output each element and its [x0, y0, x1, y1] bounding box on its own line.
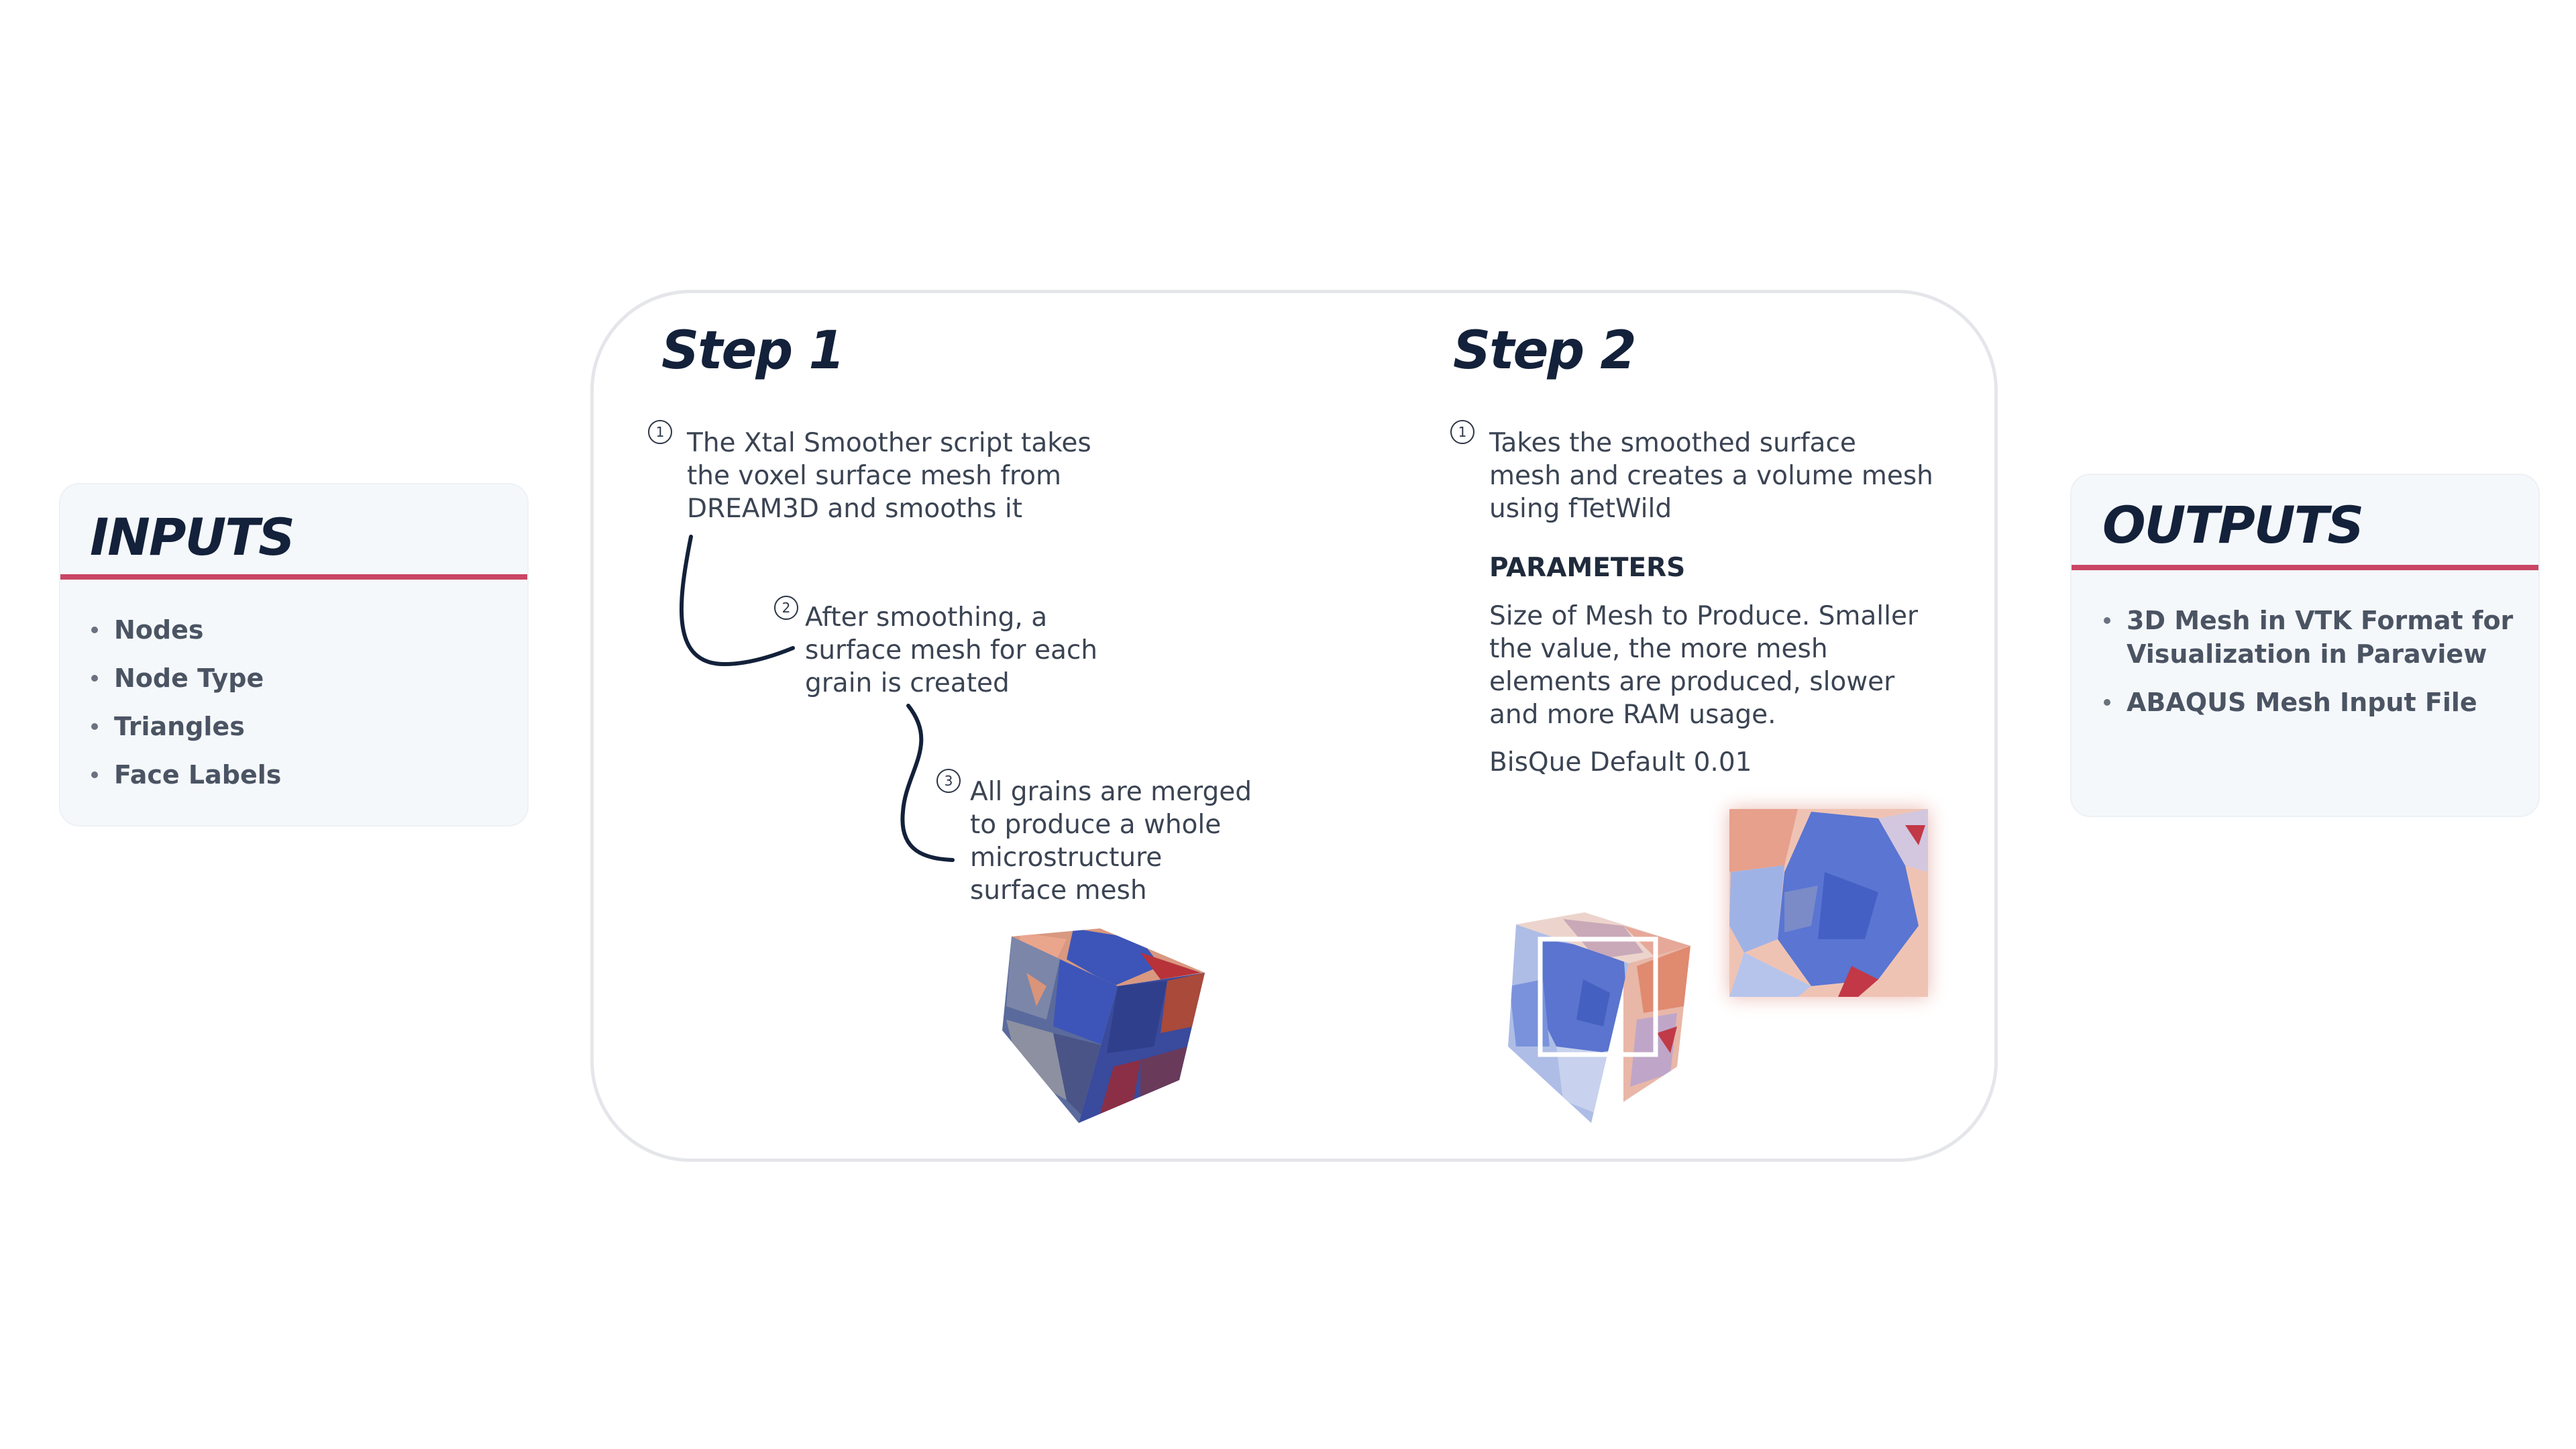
bullet-icon	[91, 627, 98, 633]
list-item: Face Labels	[90, 758, 281, 792]
inputs-list: Nodes Node Type Triangles Face Labels	[90, 613, 281, 806]
step-number-icon: 2	[774, 596, 798, 620]
step2-item-1-text: Takes the smoothed surface mesh and crea…	[1489, 428, 1933, 524]
zoom-detail-image	[1729, 809, 1928, 997]
bullet-icon	[2104, 699, 2110, 706]
bullet-icon	[91, 675, 98, 682]
list-item: ABAQUS Mesh Input File	[2102, 686, 2518, 719]
connector-arrow-1	[679, 535, 795, 667]
bullet-icon	[2104, 617, 2110, 624]
inputs-divider	[60, 574, 527, 580]
process-panel	[590, 290, 1998, 1162]
outputs-list: 3D Mesh in VTK Format for Visualization …	[2102, 604, 2518, 734]
step-number-icon: 1	[1450, 420, 1474, 444]
inputs-card: INPUTS Nodes Node Type Triangles Face La…	[59, 483, 529, 826]
bullet-icon	[91, 771, 98, 778]
zoom-selection-box	[1538, 936, 1658, 1057]
step1-item-2-text: After smoothing, a surface mesh for each…	[805, 602, 1098, 698]
step1-item-1-text: The Xtal Smoother script takes the voxel…	[687, 428, 1091, 524]
list-item: Nodes	[90, 613, 281, 647]
step-number-icon: 1	[648, 420, 672, 444]
inputs-title: INPUTS	[90, 507, 295, 567]
step-number-icon: 3	[936, 769, 961, 793]
list-item: Triangles	[90, 710, 281, 743]
outputs-divider	[2072, 565, 2538, 570]
step1-item-3-text: All grains are merged to produce a whole…	[970, 777, 1252, 906]
parameters-label: PARAMETERS	[1489, 553, 1686, 583]
list-item: Node Type	[90, 661, 281, 695]
default-value-text: BisQue Default 0.01	[1489, 747, 1752, 777]
list-item: 3D Mesh in VTK Format for Visualization …	[2102, 604, 2518, 671]
parameters-text: Size of Mesh to Produce. Smaller the val…	[1489, 601, 1918, 730]
connector-arrow-2	[900, 704, 955, 862]
step2-title: Step 2	[1453, 321, 1637, 381]
bullet-icon	[91, 723, 98, 730]
step1-title: Step 1	[661, 321, 845, 381]
outputs-title: OUTPUTS	[2102, 495, 2364, 555]
outputs-card: OUTPUTS 3D Mesh in VTK Format for Visual…	[2070, 474, 2540, 817]
